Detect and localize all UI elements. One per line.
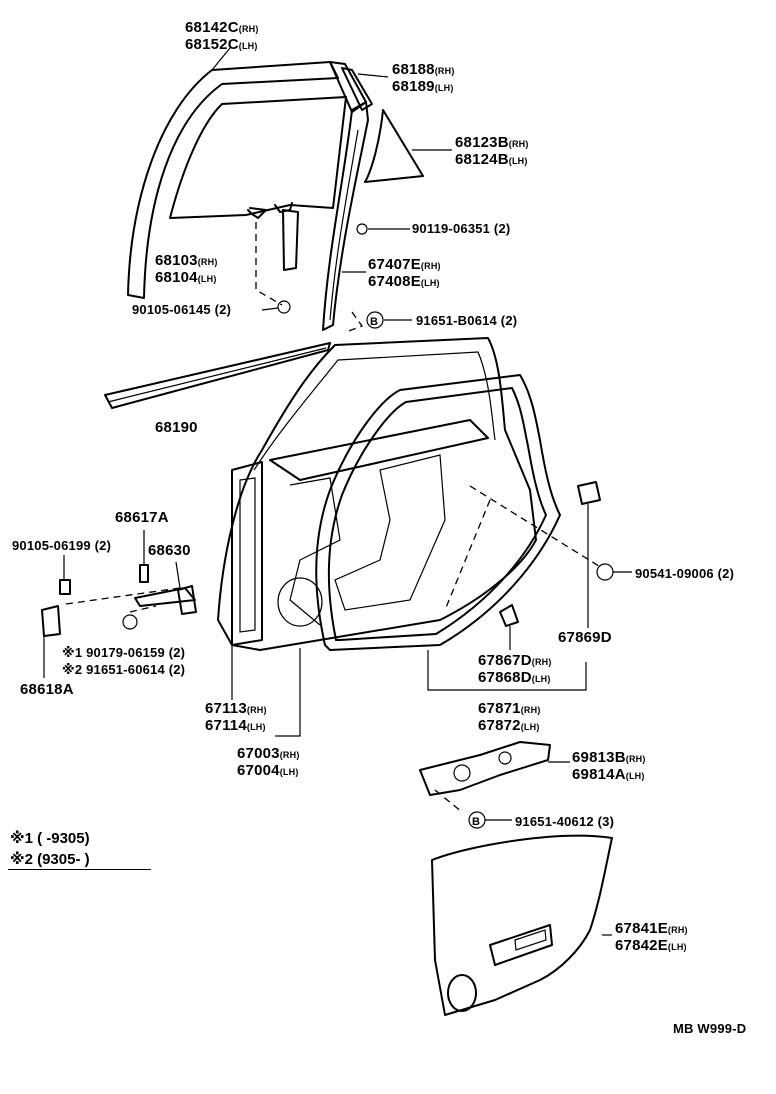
lead-67003: [275, 648, 301, 737]
label-68188: 68188(RH) 68189(LH): [392, 61, 455, 95]
door-panel-frame-inner: [253, 351, 496, 471]
lead-68630: [175, 561, 181, 589]
weatherstrip-67871-inner: [327, 387, 547, 641]
label-67871: 67871(RH) 67872(LH): [478, 700, 541, 734]
dash-guide-4: [129, 605, 157, 613]
circle-b-text-1: B: [370, 316, 378, 328]
regulator-gear: [453, 764, 471, 782]
bolt-90105-left: [59, 579, 71, 595]
label-68618: 68618A: [20, 681, 74, 698]
label-91651b: ※2 91651-60614 (2): [62, 662, 186, 677]
door-panel-hinge-side: [231, 461, 263, 646]
label-68617: 68617A: [115, 509, 169, 526]
speaker-hole: [277, 577, 323, 627]
lead-68142: [211, 47, 231, 71]
label-90105b: 90105-06199 (2): [12, 538, 112, 553]
door-panel-inner-1: [289, 477, 341, 626]
label-91651a: 91651-B0614 (2): [416, 313, 518, 328]
label-67003: 67003(RH) 67004(LH): [237, 745, 300, 779]
label-90179: ※1 90179-06159 (2): [62, 645, 186, 660]
lead-68188: [357, 73, 389, 78]
screw-90119: [356, 223, 368, 235]
bolt-90179: [122, 614, 138, 630]
label-67869: 67869D: [558, 629, 612, 646]
label-68142: 68142C(RH) 68152C(LH): [185, 19, 259, 53]
glass-channel-left: [247, 207, 267, 219]
label-68103: 68103(RH) 68104(LH): [155, 252, 218, 286]
label-91651c: 91651-40612 (3): [515, 814, 615, 829]
lead-67871: [427, 650, 587, 691]
screw-90105-top: [277, 300, 291, 314]
label-68630: 68630: [148, 542, 191, 559]
weatherstrip-67871: [315, 374, 561, 651]
dash-guide-1: [255, 222, 283, 306]
label-90541: 90541-09006 (2): [635, 566, 735, 581]
bolt-68617: [139, 564, 149, 583]
door-trim-switch: [514, 929, 547, 951]
footer-code: MB W999-D: [673, 1021, 747, 1036]
hinge-bracket: [177, 585, 197, 615]
door-panel-inner-2: [334, 454, 446, 611]
circle-b-text-2: B: [472, 816, 480, 828]
door-panel-sash: [269, 419, 489, 481]
quarter-glass-68123: [364, 109, 424, 183]
trim-speaker: [447, 974, 477, 1012]
note-2: ※2 (9305- ): [10, 851, 90, 868]
door-panel-67003: [217, 337, 537, 651]
run-channel-67407-inner: [329, 129, 359, 321]
dash-guide-5: [469, 485, 603, 569]
label-68190: 68190: [155, 419, 198, 436]
note-underline: [8, 869, 151, 870]
lead-90105a: [261, 307, 279, 311]
belt-moulding-68190-inner: [107, 347, 327, 403]
door-trim-67841: [431, 834, 613, 1016]
clip-90541: [596, 563, 614, 581]
door-trim-armrest: [489, 924, 553, 966]
hinge-68618: [41, 605, 61, 637]
stopper-67869: [577, 481, 601, 505]
label-67407: 67407E(RH) 67408E(LH): [368, 256, 441, 290]
run-channel-67407: [322, 101, 369, 331]
dash-guide-6: [444, 499, 491, 611]
label-67113: 67113(RH) 67114(LH): [205, 700, 267, 734]
circle-b-marker-1: [366, 311, 384, 329]
seal-67867: [499, 604, 519, 627]
door-glass-68103: [169, 96, 347, 219]
regulator-69813: [419, 741, 551, 796]
dash-guide-2: [345, 311, 364, 333]
note-1: ※1 ( -9305): [10, 830, 90, 847]
dash-guide-3: [65, 587, 181, 605]
label-67867: 67867D(RH) 67868D(LH): [478, 652, 552, 686]
label-68123: 68123B(RH) 68124B(LH): [455, 134, 529, 168]
label-67841: 67841E(RH) 67842E(LH): [615, 920, 688, 954]
label-90119: 90119-06351 (2): [412, 221, 511, 236]
belt-moulding-68190: [104, 342, 331, 409]
division-bar-68188-b: [341, 67, 373, 111]
door-panel-hinge-side-b: [239, 477, 256, 633]
dash-guide-7: [434, 789, 463, 813]
label-69813: 69813B(RH) 69814A(LH): [572, 749, 646, 783]
lower-channel: [282, 209, 299, 271]
label-90105a: 90105-06145 (2): [132, 302, 232, 317]
regulator-gear-2: [498, 751, 512, 765]
